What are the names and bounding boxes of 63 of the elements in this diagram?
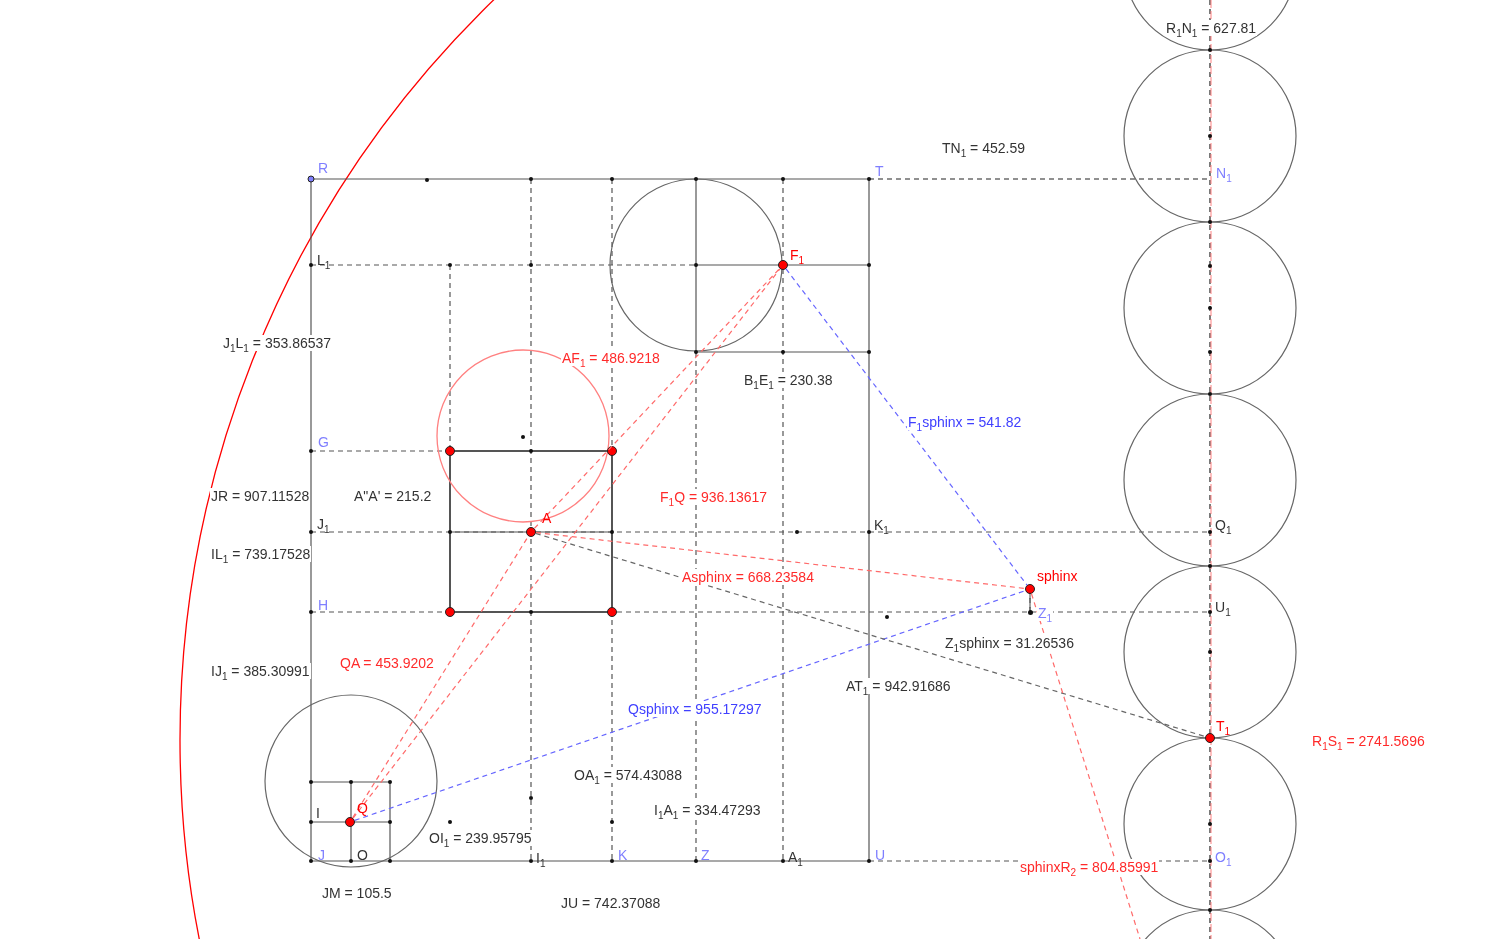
- dashed-line: [535, 532, 1206, 738]
- point-label: Q: [356, 800, 369, 816]
- measurement-label: R$_{1}$N$_{1}$ = 627.81: [1165, 20, 1258, 36]
- measurement-label: OA$_{1}$ = 574.43088: [573, 767, 683, 783]
- point-marker: [1025, 584, 1035, 594]
- point-label: N$_{1}$: [1215, 165, 1233, 181]
- dashed-line: [354, 590, 1026, 821]
- point-marker: [345, 817, 355, 827]
- dashed-line: [352, 268, 781, 819]
- measurement-label: Qsphinx = 955.17297: [627, 701, 763, 717]
- measurement-label: A"A' = 215.2: [353, 488, 433, 504]
- measurement-label: TN$_{1}$ = 452.59: [941, 140, 1026, 156]
- point-label: J$_{1}$: [316, 516, 331, 532]
- point-label: Z: [700, 847, 711, 863]
- point-label: G: [317, 434, 330, 450]
- point-label: J: [317, 847, 326, 863]
- measurement-label: Z$_{1}$sphinx = 31.26536: [944, 635, 1075, 651]
- point-label: K: [617, 847, 629, 863]
- point-label: U: [874, 847, 887, 863]
- point-label: R: [317, 160, 330, 176]
- point-marker: [526, 527, 536, 537]
- dashed-line: [352, 535, 529, 819]
- point-label: H: [317, 597, 330, 613]
- measurement-label: JU = 742.37088: [560, 895, 662, 911]
- measurement-label: J$_{1}$L$_{1}$ = 353.86537: [222, 335, 333, 351]
- dashed-line: [535, 531, 1026, 590]
- point-marker: [1205, 733, 1215, 743]
- point-label: O$_{1}$: [1214, 849, 1233, 865]
- point-label: Q$_{1}$: [1214, 517, 1233, 533]
- point-marker: [1027, 609, 1033, 615]
- point-label: I: [315, 805, 321, 821]
- point-label: A$_{1}$: [787, 849, 804, 865]
- measurement-label: JM = 105.5: [321, 885, 393, 901]
- point-label: T: [874, 163, 885, 179]
- point-label: K$_{1}$: [873, 517, 890, 533]
- measurement-label: F$_{1}$Q = 936.13617: [659, 489, 769, 505]
- measurement-label: B$_{1}$E$_{1}$ = 230.38: [743, 372, 834, 388]
- measurement-label: I$_{1}$A$_{1}$ = 334.47293: [653, 802, 762, 818]
- measurement-label: R$_{1}$S$_{1}$ = 2741.5696: [1311, 733, 1426, 749]
- point-label: U$_{1}$: [1214, 599, 1232, 615]
- measurement-label: QA = 453.9202: [339, 655, 435, 671]
- point-label: sphinx: [1036, 568, 1079, 584]
- measurement-label: F$_{1}$sphinx = 541.82: [907, 414, 1023, 430]
- point-label: T$_{1}$: [1215, 718, 1232, 734]
- measurement-label: IL$_{1}$ = 739.17528: [210, 546, 312, 562]
- dashed-line: [533, 268, 781, 529]
- measurement-label: Asphinx = 668.23584: [681, 569, 815, 585]
- point-label: L$_{1}$: [316, 252, 332, 268]
- point-label: I$_{1}$: [535, 850, 547, 866]
- dashed-line: [1030, 593, 1141, 939]
- point-label: Z$_{1}$: [1037, 605, 1054, 621]
- dashed-line: [1029, 593, 1031, 611]
- point-label: F$_{1}$: [789, 247, 806, 263]
- point-label: O: [356, 847, 369, 863]
- point-label: A: [541, 510, 553, 526]
- dashed-line: [785, 268, 1028, 586]
- point-marker: [778, 260, 788, 270]
- measurement-label: AF$_{1}$ = 486.9218: [561, 350, 661, 366]
- measurement-label: JR = 907.11528: [210, 488, 311, 504]
- measurement-label: IJ$_{1}$ = 385.30991: [210, 663, 311, 679]
- measurement-label: sphinxR$_{2}$ = 804.85991: [1019, 859, 1160, 875]
- measurement-label: OI$_{1}$ = 239.95795: [428, 830, 533, 846]
- measurement-label: AT$_{1}$ = 942.91686: [845, 678, 952, 694]
